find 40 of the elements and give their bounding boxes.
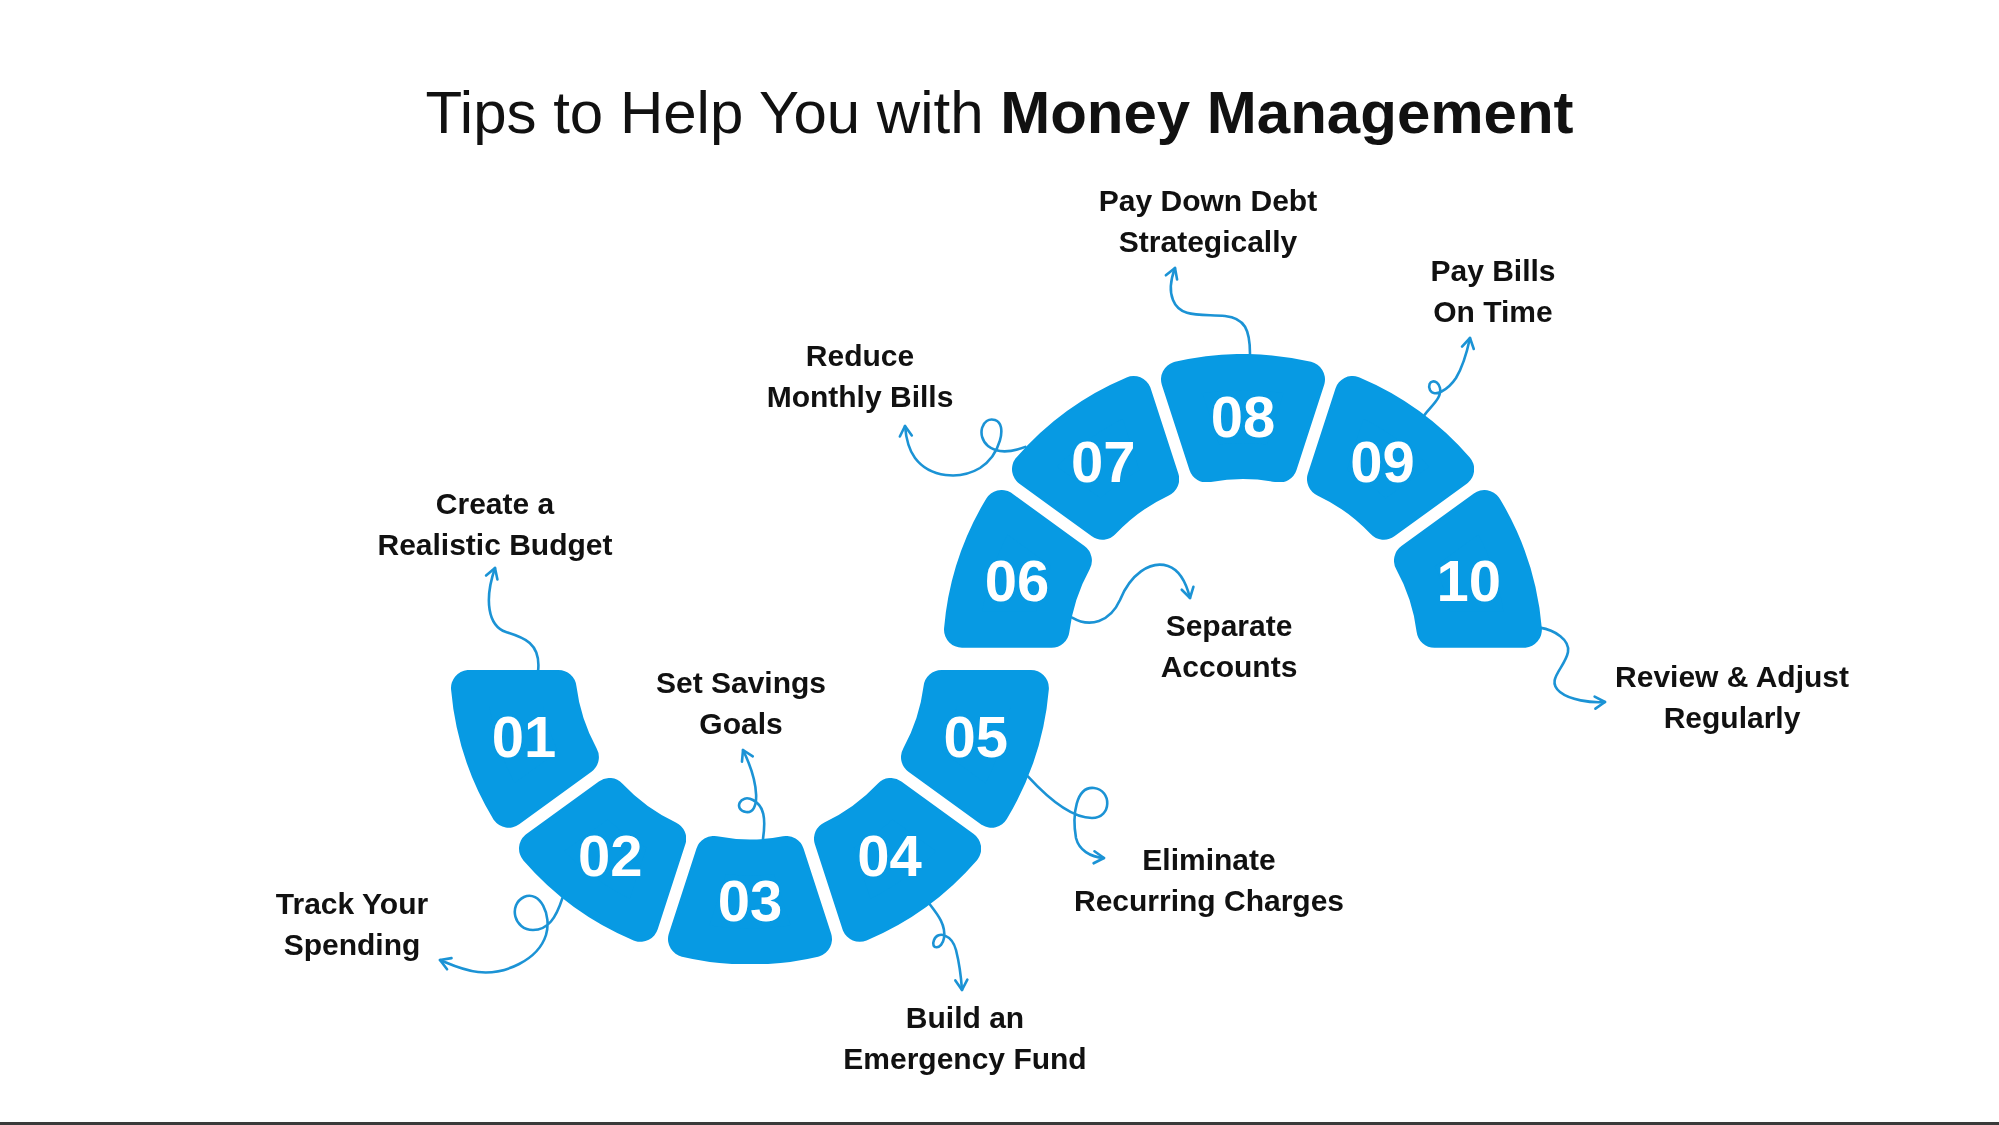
tip-label: Set Savings Goals: [655, 662, 827, 744]
curly-arrow: [438, 894, 564, 974]
tip-label: Build an Emergency Fund: [843, 997, 1087, 1079]
step-number: 02: [578, 827, 643, 886]
tip-label: Review & Adjust Regularly: [1615, 656, 1849, 738]
tip-label: Create a Realistic Budget: [377, 483, 613, 565]
step-tile: [1307, 376, 1475, 540]
tip-label: Pay Bills On Time: [1430, 250, 1556, 332]
step-number: 06: [984, 551, 1050, 610]
step-number: 10: [1436, 551, 1502, 610]
tip-label: Track Your Spending: [275, 883, 429, 965]
step-number: 04: [857, 827, 922, 886]
step-number: 03: [717, 872, 783, 931]
curly-arrow: [1026, 775, 1109, 865]
tip-label: Reduce Monthly Bills: [766, 335, 954, 417]
tip-label: Pay Down Debt Strategically: [1098, 180, 1318, 262]
step-number: 07: [1071, 432, 1136, 491]
step-number: 09: [1350, 432, 1415, 491]
tip-label: Separate Accounts: [1160, 605, 1298, 687]
step-tile: [901, 670, 1049, 828]
curly-arrow: [485, 566, 540, 672]
curly-arrow: [1164, 266, 1252, 356]
curly-arrow: [1070, 563, 1195, 624]
step-tile: [518, 777, 686, 942]
step-tile: [814, 777, 982, 942]
step-tile: [451, 670, 599, 828]
step-tile: [944, 490, 1092, 648]
step-tile: [668, 835, 832, 964]
curly-arrow: [737, 748, 766, 841]
curly-arrow: [928, 902, 969, 992]
step-tile: [1161, 354, 1325, 483]
step-number: 05: [943, 708, 1009, 767]
tip-label: Eliminate Recurring Charges: [1073, 839, 1345, 921]
step-number: 08: [1210, 387, 1276, 446]
step-tile: [1011, 376, 1179, 540]
curly-arrow: [1423, 336, 1475, 417]
step-tile: [1394, 490, 1542, 648]
title: Tips to Help You with Money Management: [425, 80, 1574, 146]
step-number: 01: [491, 708, 557, 767]
curly-arrow: [898, 418, 1027, 477]
